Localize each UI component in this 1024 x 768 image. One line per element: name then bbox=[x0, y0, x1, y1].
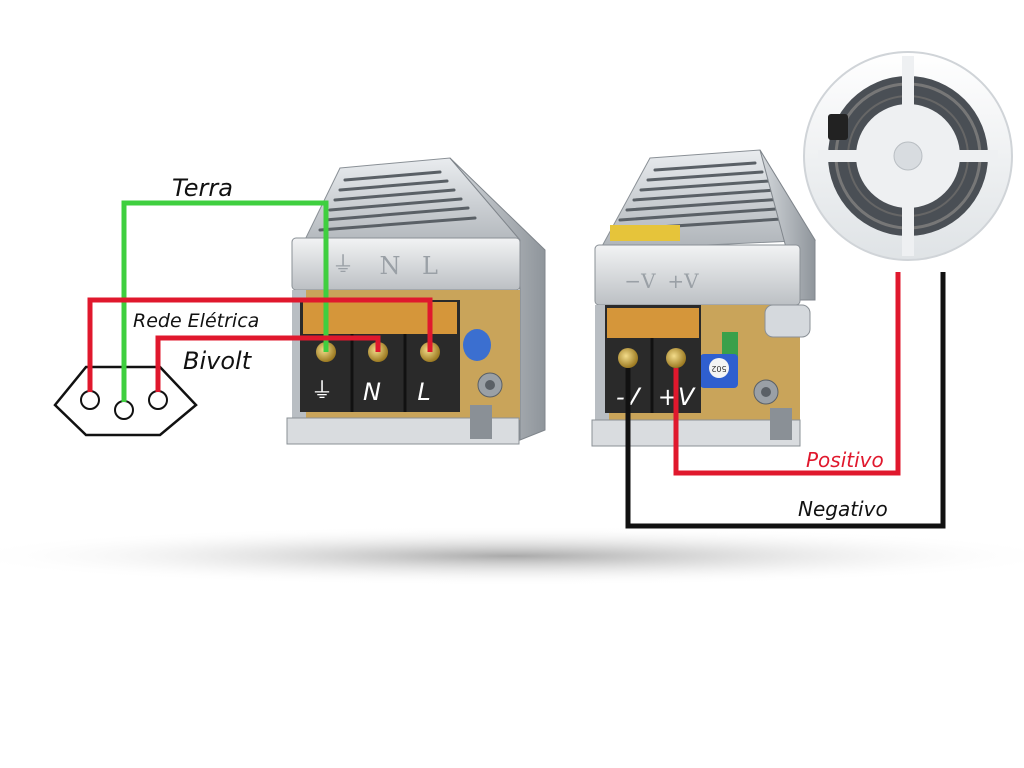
terminal-label-ground: ⏚ bbox=[311, 379, 333, 404]
green-component bbox=[722, 332, 738, 358]
vent-slots bbox=[611, 161, 799, 232]
terminal-screw-negative bbox=[618, 348, 638, 368]
strip-connector bbox=[828, 114, 848, 140]
trimmer-marking: 502 bbox=[711, 364, 726, 373]
led-strip-reel bbox=[803, 51, 1013, 261]
power-supply-output-side: −V +V 502 -V +V bbox=[591, 149, 816, 447]
terminal-label-neutral: N bbox=[363, 378, 381, 406]
case-marking-positive: +V bbox=[667, 269, 699, 293]
wire-positive bbox=[673, 272, 901, 476]
case-marking-ground: ⏚ bbox=[332, 253, 354, 278]
case-marking-negative: −V bbox=[624, 269, 656, 293]
wire-neutral bbox=[155, 335, 381, 392]
output-insulator-cover bbox=[607, 308, 699, 338]
case-marking-line: L bbox=[422, 252, 438, 280]
warning-sticker bbox=[610, 225, 680, 241]
terminal-screw-positive bbox=[666, 348, 686, 368]
label-negative: Negativo bbox=[798, 497, 888, 521]
label-mains: Rede Elétrica bbox=[133, 310, 259, 332]
vent-slots bbox=[318, 170, 477, 232]
wire-line bbox=[87, 297, 433, 392]
label-voltage: Bivolt bbox=[183, 347, 253, 375]
outlet-pin-right bbox=[148, 390, 168, 410]
outlet-pin-ground bbox=[114, 400, 134, 420]
floor-shadow bbox=[0, 526, 1024, 586]
label-ground: Terra bbox=[172, 174, 233, 202]
case-marking-neutral: N bbox=[380, 252, 401, 280]
outlet-pin-left bbox=[80, 390, 100, 410]
capacitor bbox=[463, 329, 491, 361]
wire-negative bbox=[625, 272, 946, 529]
label-positive: Positivo bbox=[806, 448, 884, 472]
terminal-label-line: L bbox=[417, 378, 430, 406]
